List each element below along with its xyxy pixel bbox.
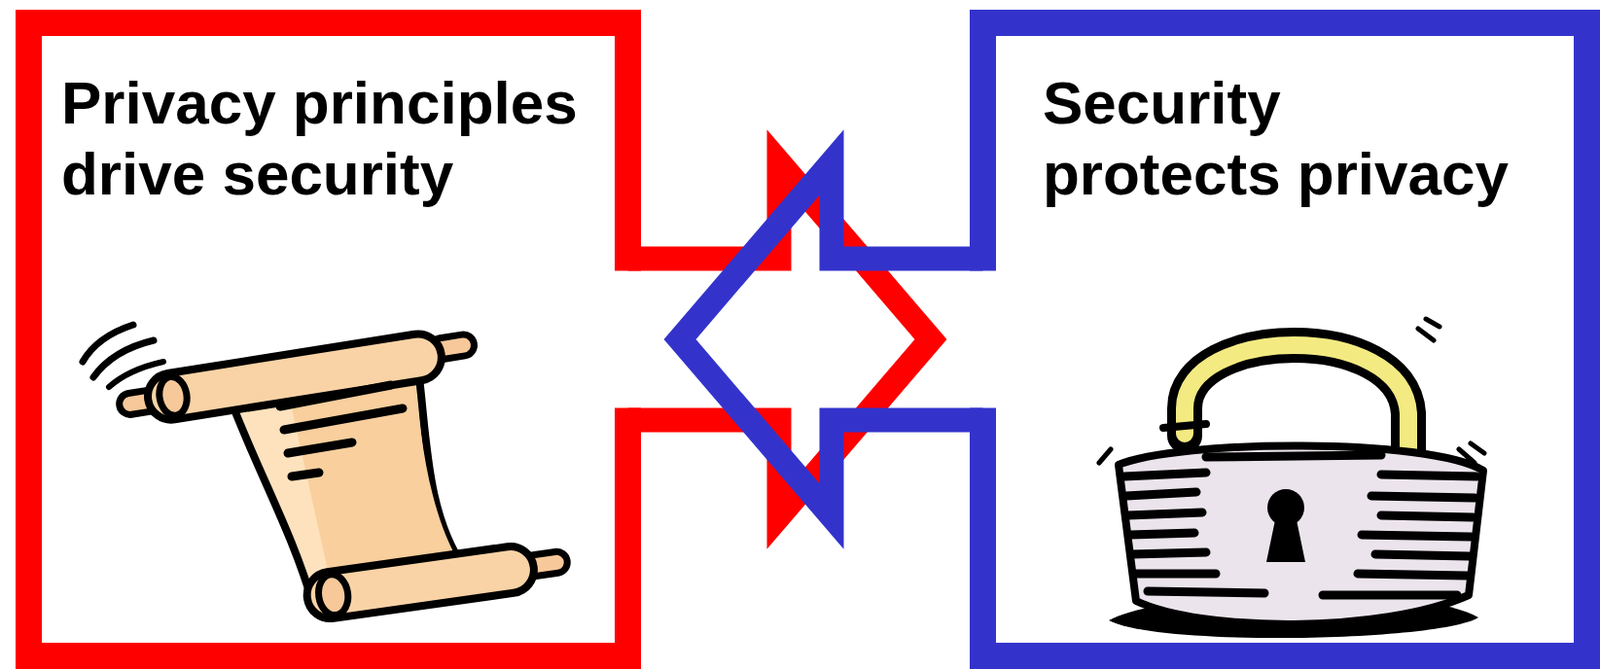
padlock-body [1118, 445, 1484, 625]
padlock-shackle-tip [1163, 424, 1207, 428]
scroll-top-roll [115, 325, 479, 428]
scroll-writing [280, 385, 392, 407]
hollow-arrow [679, 162, 997, 517]
scroll-writing [284, 408, 403, 430]
arrow-opening [968, 271, 997, 409]
motion-line [1099, 319, 1485, 463]
motion-line [93, 340, 154, 378]
padlock-illustration [1099, 319, 1485, 639]
scroll-roll-end [156, 374, 190, 418]
scroll-roll [304, 543, 537, 622]
scroll-illustration [82, 324, 571, 622]
scroll-writing [291, 472, 320, 477]
scroll-writing [287, 442, 353, 454]
padlock-keyhole [1266, 515, 1306, 563]
scroll-roll-end [316, 572, 352, 618]
padlock-hatching [1124, 455, 1477, 596]
arrow-opening [613, 271, 642, 409]
motion-line [82, 324, 134, 362]
box-heading: Security protects privacy [1042, 67, 1525, 210]
box-heading: Privacy principles drive security [61, 67, 606, 210]
arrow-outline [679, 162, 984, 517]
scroll-bottom-roll [304, 538, 571, 622]
